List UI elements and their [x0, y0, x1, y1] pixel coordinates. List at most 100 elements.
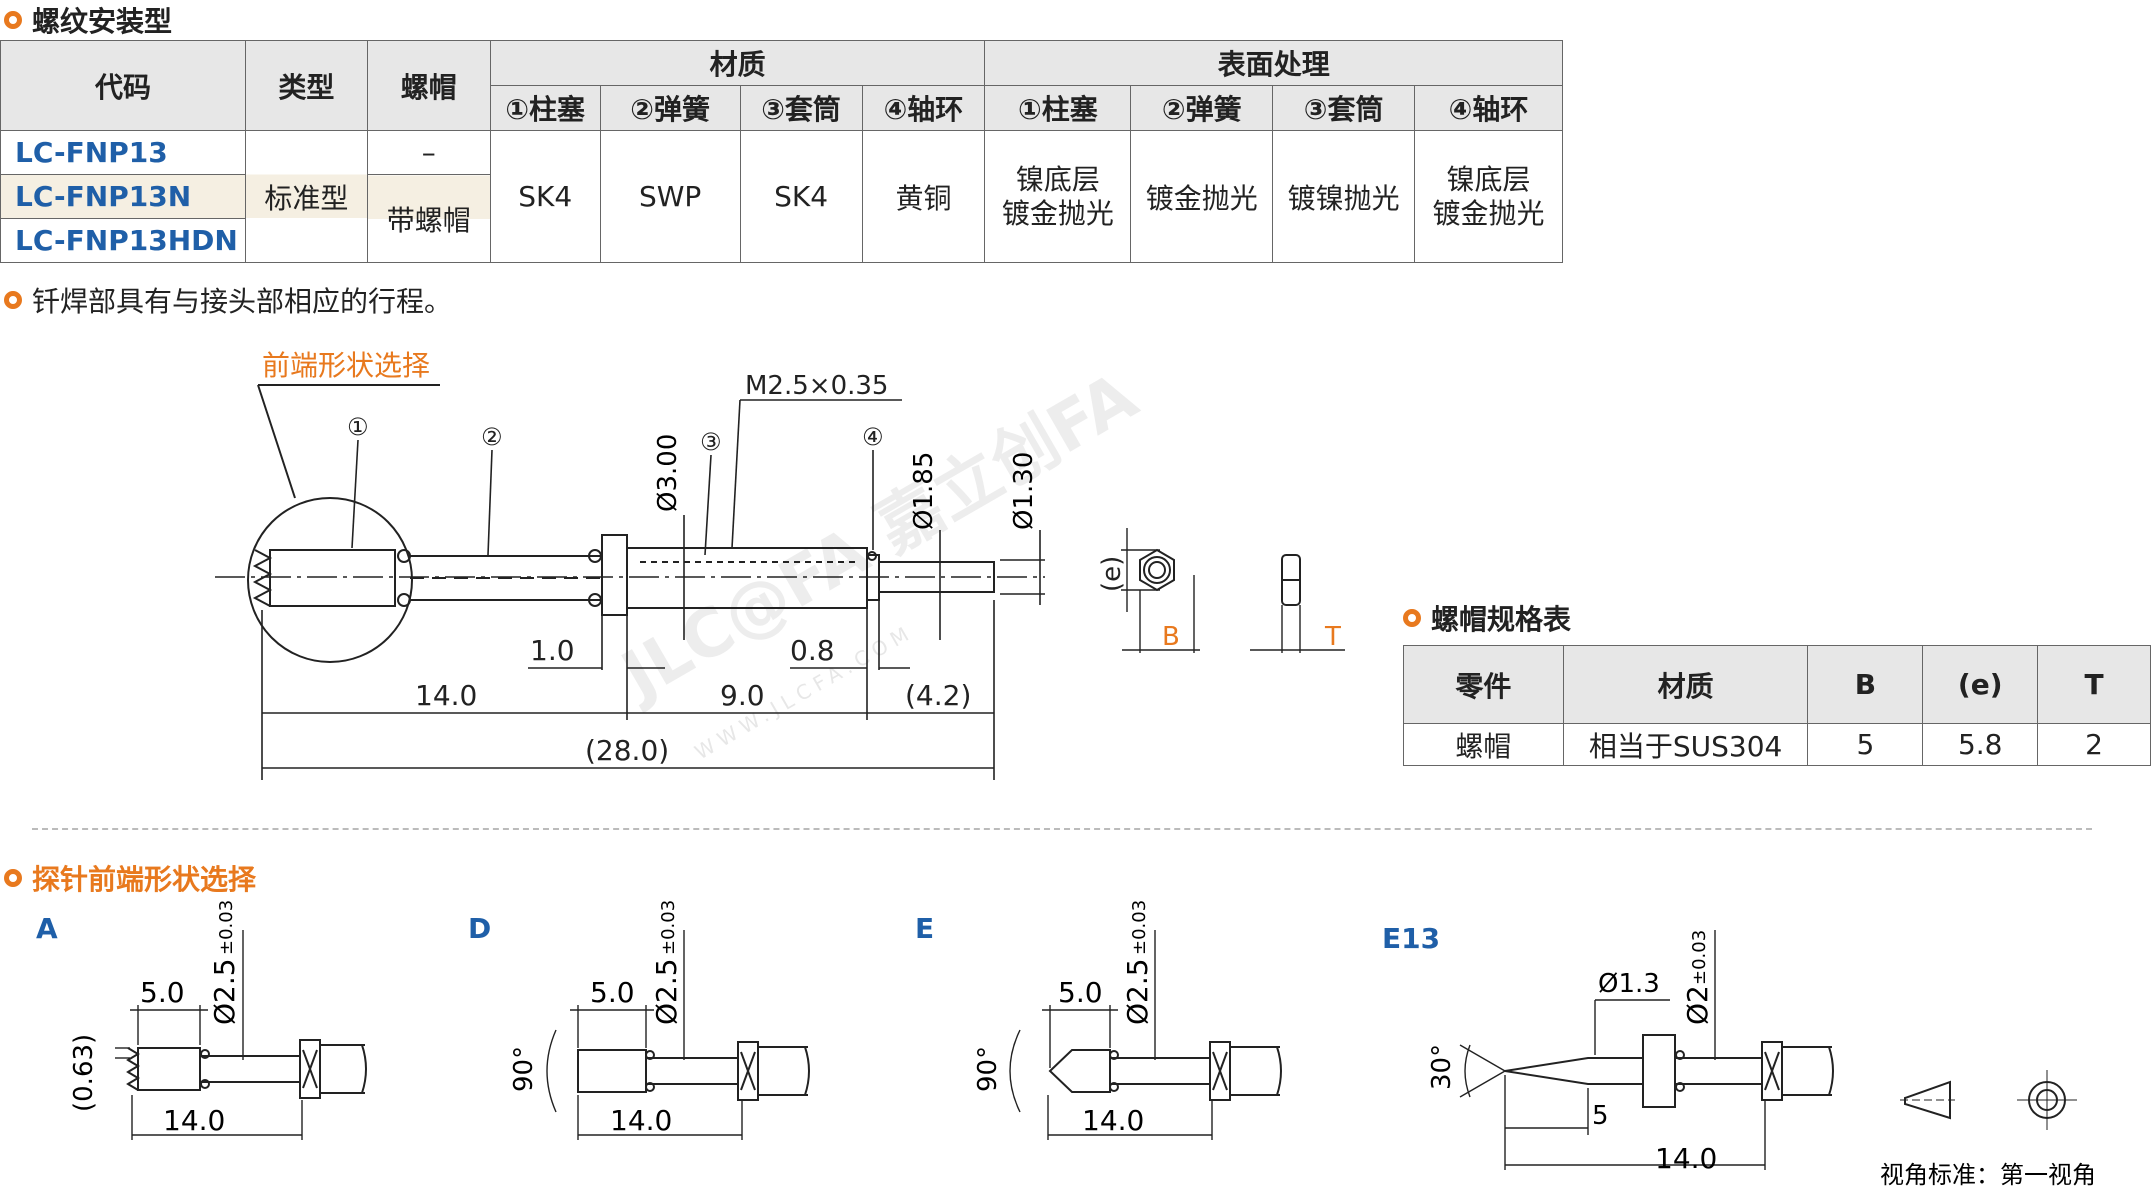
section-divider [32, 828, 2092, 830]
tip-d-drawing: 5.0 14.0 Ø2.5 ±0.03 90° [509, 900, 810, 1140]
dim-28: (28.0) [585, 734, 669, 767]
tip-e-label[interactable]: E [915, 912, 935, 945]
material-collar: 黄铜 [861, 130, 986, 263]
nut-none-cell: – [366, 130, 491, 175]
tip-a-tol: ±0.03 [216, 900, 237, 955]
tip-a-label[interactable]: A [36, 912, 58, 945]
tip-e13-dim-5: 5 [1592, 1101, 1609, 1131]
dim-42: (4.2) [905, 679, 971, 712]
surface-sleeve: 镀镍抛光 [1272, 130, 1416, 263]
surface-plunger: 镍底层 镀金抛光 [984, 130, 1132, 263]
dim-9: 9.0 [720, 679, 765, 712]
nut-spec-table: 零件 材质 B (e) T 螺帽 相当于SUS304 5 5.8 2 [1403, 645, 2151, 766]
tip-e13-drawing: Ø1.3 5 14.0 Ø2 ±0.03 30° 视角标准：第一视角 [1427, 930, 2096, 1189]
header-type: 类型 [244, 40, 368, 131]
nut-with-cell: 带螺帽 [366, 174, 491, 263]
header-nut: 螺帽 [366, 40, 491, 131]
code-cell[interactable]: LC-FNP13HDN [0, 218, 246, 263]
section-title-tip-select: 探针前端形状选择 [4, 858, 256, 898]
dim-08: 0.8 [790, 634, 835, 667]
material-spring: SWP [599, 130, 741, 263]
nut-e-label: (e) [1097, 556, 1127, 592]
header-sub-plunger-surface: ①柱塞 [984, 85, 1132, 131]
thread-label: M2.5×0.35 [745, 371, 888, 401]
projection-label: 视角标准：第一视角 [1880, 1161, 2096, 1189]
tip-e13-angle: 30° [1427, 1044, 1457, 1090]
section2-bullet-icon [4, 869, 22, 887]
section-bullet-icon [4, 11, 22, 29]
header-sub-sleeve: ③套筒 [739, 85, 863, 131]
code-cell[interactable]: LC-FNP13N [0, 174, 246, 219]
callout-1: ① [347, 413, 369, 441]
nut-table-title: 螺帽规格表 [1403, 598, 1571, 638]
note-text: 钎焊部具有与接头部相应的行程。 [32, 285, 453, 318]
tip-e13-dia13: Ø1.3 [1598, 969, 1660, 999]
header-sub-spring: ②弹簧 [599, 85, 741, 131]
tip-e-drawing: 5.0 14.0 Ø2.5 ±0.03 90° [973, 900, 1282, 1140]
header-sub-collar: ④轴环 [861, 85, 986, 131]
tip-e13-tol: ±0.03 [1689, 930, 1710, 985]
nut-t-label: T [1324, 622, 1341, 652]
material-sleeve: SK4 [739, 130, 863, 263]
code-cell[interactable]: LC-FNP13 [0, 130, 246, 175]
header-sub-spring-surface: ②弹簧 [1130, 85, 1274, 131]
callout-2: ② [481, 423, 503, 451]
nut-header-b: B [1807, 645, 1924, 724]
tip-e-dim-5: 5.0 [1058, 976, 1103, 1009]
tip-e-angle: 90° [973, 1046, 1003, 1092]
tip-d-tol: ±0.03 [658, 900, 679, 955]
tip-e13-label[interactable]: E13 [1382, 922, 1441, 955]
nut-header-e: (e) [1922, 645, 2039, 724]
tip-d-angle: 90° [509, 1046, 539, 1092]
note-bullet-icon [4, 291, 22, 309]
tip-e-dim-14: 14.0 [1082, 1104, 1144, 1137]
callout-3: ③ [700, 428, 722, 456]
tip-d-dia: Ø2.5 [650, 958, 683, 1025]
tip-d-label[interactable]: D [468, 912, 492, 945]
header-sub-collar-surface: ④轴环 [1414, 85, 1563, 131]
surface-collar: 镍底层 镀金抛光 [1414, 130, 1563, 263]
tip-d-dim-5: 5.0 [590, 976, 635, 1009]
note-row: 钎焊部具有与接头部相应的行程。 [4, 280, 452, 320]
section-title-thread-mount: 螺纹安装型 [4, 0, 172, 40]
dim-d130: Ø1.30 [1009, 452, 1039, 530]
tip-a-drawing: 5.0 14.0 Ø2.5 ±0.03 (0.63) [69, 900, 367, 1140]
nut-cell-t: 2 [2037, 723, 2151, 766]
nut-cell-b: 5 [1807, 723, 1924, 766]
probe-drawing: JLC@FA 嘉立创FA WWW.JLCFA.COM ① ② ③ ④ [215, 349, 1345, 780]
nut-table-bullet-icon [1403, 609, 1421, 627]
tip-d-dim-14: 14.0 [610, 1104, 672, 1137]
tip-a-dim-14: 14.0 [163, 1104, 225, 1137]
header-sub-sleeve-surface: ③套筒 [1272, 85, 1416, 131]
header-sub-plunger: ①柱塞 [489, 85, 601, 131]
nut-header-t: T [2037, 645, 2151, 724]
material-plunger: SK4 [489, 130, 601, 263]
surface-spring: 镀金抛光 [1130, 130, 1274, 263]
tip-a-dim-5: 5.0 [140, 976, 185, 1009]
spec-table: 代码 类型 螺帽 材质 表面处理 ①柱塞 ②弹簧 ③套筒 ④轴环 ①柱塞 ②弹簧… [0, 40, 1563, 263]
tip-a-side: (0.63) [69, 1034, 99, 1112]
tip-a-dia: Ø2.5 [208, 958, 241, 1025]
header-material: 材质 [489, 40, 986, 86]
nut-cell-material: 相当于SUS304 [1562, 723, 1809, 766]
dim-14: 14.0 [415, 679, 477, 712]
nut-header-material: 材质 [1562, 645, 1809, 724]
type-cell: 标准型 [244, 130, 368, 263]
nut-b-label: B [1162, 622, 1180, 652]
nut-table-title-text: 螺帽规格表 [1431, 603, 1572, 636]
dim-d185: Ø1.85 [909, 452, 939, 530]
header-code: 代码 [0, 40, 246, 131]
section-title-text: 螺纹安装型 [32, 5, 173, 38]
tip-e13-dia: Ø2 [1681, 985, 1714, 1025]
nut-cell-part: 螺帽 [1403, 723, 1564, 766]
tip-e-dia: Ø2.5 [1121, 958, 1154, 1025]
tip-e-tol: ±0.03 [1129, 900, 1150, 955]
header-surface: 表面处理 [984, 40, 1563, 86]
callout-4: ④ [862, 423, 884, 451]
dim-d300: Ø3.00 [653, 434, 683, 512]
section2-title-text: 探针前端形状选择 [32, 863, 257, 896]
tip-e13-dim-14: 14.0 [1655, 1142, 1717, 1175]
nut-header-part: 零件 [1403, 645, 1564, 724]
tip-select-label: 前端形状选择 [262, 349, 430, 382]
dim-1: 1.0 [530, 634, 575, 667]
